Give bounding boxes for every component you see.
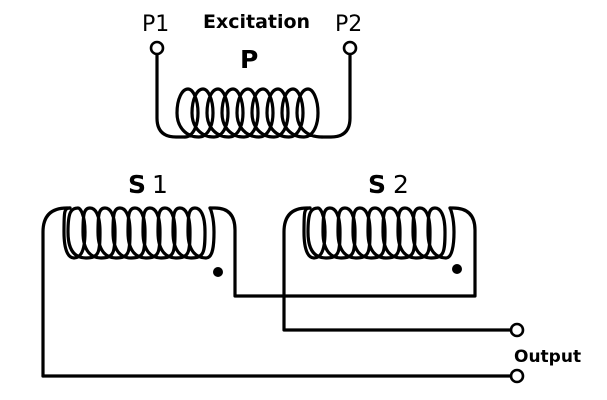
label-s2-number: 2 [393,170,409,199]
label-s1-letter: S [128,170,146,199]
s1-coil [62,206,216,260]
primary-coil [175,87,324,139]
s1-wire-right [208,206,477,298]
label-excitation: Excitation [203,11,310,33]
s1-polarity-dot [213,267,223,277]
primary-winding [149,40,358,139]
output-terminal-bottom [509,368,525,384]
terminal-p2 [342,40,358,56]
secondary-winding-s1 [41,206,477,378]
label-s1-number: 1 [152,170,168,199]
primary-lead-right [320,53,352,139]
primary-lead-left [155,53,187,139]
output-terminal-top [509,322,525,338]
secondary-winding-s2 [282,206,514,332]
label-s2-letter: S [368,170,386,199]
s1-wire-left [41,206,72,378]
label-p2: P2 [335,12,362,37]
s2-polarity-dot [452,264,462,274]
s2-coil [302,206,456,260]
label-primary: P [240,45,258,74]
label-p1: P1 [142,12,169,37]
label-output: Output [514,347,581,367]
terminal-p1 [149,40,165,56]
